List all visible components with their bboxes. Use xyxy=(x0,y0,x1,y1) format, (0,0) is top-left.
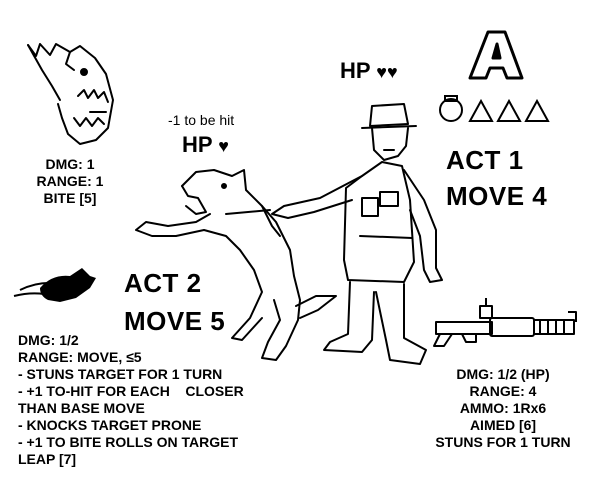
dog-bite-dmg: DMG: 1 xyxy=(45,156,95,172)
action-token-triangle xyxy=(524,98,550,122)
leaping-dog-icon xyxy=(13,268,96,302)
grenade-launcher-icon xyxy=(433,298,577,347)
leap-stat-line: - KNOCKS TARGET PRONE xyxy=(18,417,202,433)
soldier-weapon-stats: DMG: 1/2 (HP) RANGE: 4 AMMO: 1Rx6 AIMED … xyxy=(420,366,586,451)
weapon-stat-line: AIMED [6] xyxy=(469,417,537,433)
soldier-hp-label: HP xyxy=(340,58,371,83)
leap-stat-line: RANGE: MOVE, ≤5 xyxy=(18,349,142,365)
weapon-stat-line: RANGE: 4 xyxy=(469,383,537,399)
soldier-act-move: ACT 1 MOVE 4 xyxy=(446,142,547,214)
dog-hp: HP ♥ xyxy=(182,132,229,158)
dog-to-hit-modifier: -1 to be hit xyxy=(168,112,235,128)
dog-bite-stats: DMG: 1 RANGE: 1 BITE [5] xyxy=(20,156,120,207)
dog-hp-hearts: ♥ xyxy=(218,136,229,156)
wolf-head-icon xyxy=(27,43,114,145)
dog-move: MOVE 5 xyxy=(124,306,226,336)
soldier-illustration xyxy=(271,103,443,365)
rank-badge-icon xyxy=(468,30,524,80)
leap-stat-line: THAN BASE MOVE xyxy=(18,400,145,416)
soldier-move: MOVE 4 xyxy=(446,181,548,211)
soldier-hp-hearts: ♥♥ xyxy=(376,62,398,82)
leap-stat-line: - STUNS TARGET FOR 1 TURN xyxy=(18,366,223,382)
soldier-hp: HP ♥♥ xyxy=(340,58,398,84)
soldier-act: ACT 1 xyxy=(446,145,524,175)
dog-leap-stats: DMG: 1/2 RANGE: MOVE, ≤5 - STUNS TARGET … xyxy=(18,332,318,468)
weapon-stat-line: DMG: 1/2 (HP) xyxy=(456,366,550,382)
weapon-stat-line: AMMO: 1Rx6 xyxy=(459,400,547,416)
action-token-circle xyxy=(439,95,463,122)
leap-stat-line: DMG: 1/2 xyxy=(18,332,79,348)
dog-hp-label: HP xyxy=(182,132,213,157)
action-tokens xyxy=(439,95,550,122)
action-token-triangle xyxy=(496,98,522,122)
leap-stat-line: - +1 TO-HIT FOR EACH CLOSER xyxy=(18,383,244,399)
dog-bite-range: RANGE: 1 xyxy=(36,173,104,189)
dog-bite-action: BITE [5] xyxy=(43,190,97,206)
leap-stat-line: LEAP [7] xyxy=(18,451,77,467)
dog-act-move: ACT 2 MOVE 5 xyxy=(124,264,225,340)
dog-illustration xyxy=(135,169,337,361)
dog-act: ACT 2 xyxy=(124,268,202,298)
action-token-triangle xyxy=(468,98,494,122)
leap-stat-line: - +1 TO BITE ROLLS ON TARGET xyxy=(18,434,238,450)
weapon-stat-line: STUNS FOR 1 TURN xyxy=(435,434,571,450)
